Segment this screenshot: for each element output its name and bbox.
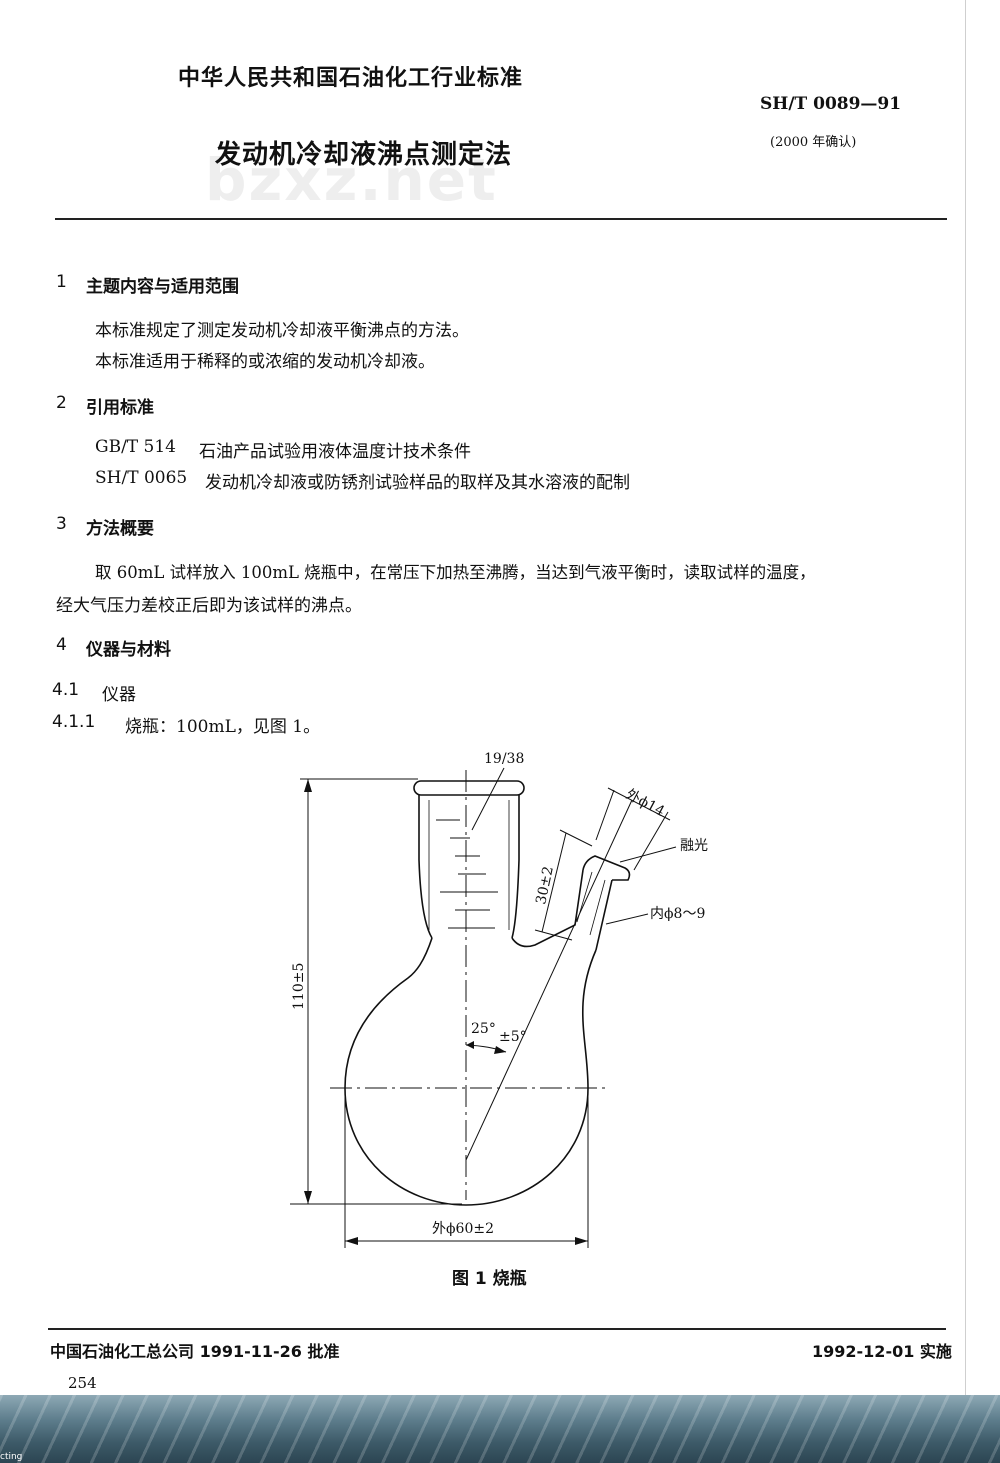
section-3-paragraph-line-1: 取 60mL 试样放入 100mL 烧瓶中，在常压下加热至沸腾，当达到气液平衡时… <box>95 563 816 582</box>
side-arm-lower <box>595 879 613 951</box>
section-1-paragraph-2: 本标准适用于稀释的或浓缩的发动机冷却液。 <box>95 352 435 372</box>
section-4-number: 4 <box>56 635 67 655</box>
background-image-strip <box>0 1395 1000 1463</box>
flask-bulb-outline <box>344 937 597 1206</box>
main-neck-left <box>418 795 433 939</box>
approval-note: 中国石油化工总公司 1991-11-26 批准 <box>50 1342 340 1361</box>
reference-code: SH/T 0065 <box>95 468 188 488</box>
inner-dia-leader <box>605 913 649 925</box>
standard-code: SH/T 0089—91 <box>760 94 902 114</box>
reference-code: GB/T 514 <box>95 437 176 457</box>
fused-label: 融光 <box>680 838 708 854</box>
section-1-number: 1 <box>56 272 67 292</box>
implementation-note: 1992-12-01 实施 <box>812 1342 952 1361</box>
header-divider <box>55 218 947 220</box>
confirmation-note: (2000 年确认) <box>770 135 857 150</box>
section-1-title: 主题内容与适用范围 <box>86 277 239 297</box>
height-label: 110±5 <box>291 963 307 1010</box>
side-length-extension-bottom <box>534 929 573 941</box>
arrowhead <box>466 1041 474 1049</box>
angle-tolerance-label: ±5° <box>499 1029 527 1045</box>
subsection-4-1-title: 仪器 <box>102 685 136 705</box>
angle-label: 25° <box>471 1021 496 1037</box>
side-arm-inner-b <box>589 879 606 936</box>
joint-leader <box>471 767 505 831</box>
side-length-dimension-line <box>541 832 567 933</box>
arrowhead <box>304 1191 312 1204</box>
reference-title: 石油产品试验用液体温度计技术条件 <box>199 442 471 462</box>
section-3-title: 方法概要 <box>86 519 154 539</box>
joint-size-label: 19/38 <box>484 751 524 767</box>
arrowhead <box>494 1046 506 1054</box>
watermark-text: bzxz.net <box>205 146 498 214</box>
subsection-4-1-number: 4.1 <box>52 680 80 700</box>
arrowhead <box>575 1237 588 1245</box>
arrowhead <box>345 1237 358 1245</box>
outer-diameter-label: 外ϕ14 <box>623 786 667 820</box>
subsection-4-1-1-number: 4.1.1 <box>52 712 96 732</box>
main-neck-right <box>511 795 520 939</box>
section-2-title: 引用标准 <box>86 398 154 418</box>
section-2-number: 2 <box>56 393 67 413</box>
arrowhead <box>304 779 312 792</box>
page-number: 254 <box>68 1374 97 1392</box>
subsection-4-1-1-text: 烧瓶：100mL，见图 1。 <box>125 717 321 737</box>
strip-partial-text: cting <box>0 1452 23 1462</box>
outer-dia-ext-right <box>633 811 669 871</box>
section-4-title: 仪器与材料 <box>86 640 171 660</box>
figure-caption: 图 1 烧瓶 <box>452 1269 527 1289</box>
side-arm-length-label: 30±2 <box>533 865 557 906</box>
reference-title: 发动机冷却液或防锈剂试验样品的取样及其水溶液的配制 <box>205 473 630 493</box>
side-arm-tip <box>582 855 631 881</box>
document-title: 发动机冷却液沸点测定法 <box>215 140 513 170</box>
standard-category: 中华人民共和国石油化工行业标准 <box>178 66 524 91</box>
neck-lip <box>413 780 525 796</box>
bulb-diameter-label: 外ϕ60±2 <box>432 1221 494 1237</box>
page-right-edge <box>965 0 966 1395</box>
section-3-number: 3 <box>56 514 67 534</box>
inner-diameter-label: 内ϕ8～9 <box>650 906 705 922</box>
strip-texture <box>0 1395 1000 1463</box>
section-1-paragraph-1: 本标准规定了测定发动机冷却液平衡沸点的方法。 <box>95 321 469 341</box>
side-arm-outer <box>511 869 584 948</box>
outer-dia-ext-left <box>595 789 615 841</box>
section-3-paragraph-line-2: 经大气压力差校正后即为该试样的沸点。 <box>56 596 362 616</box>
side-arm-axis <box>465 799 633 1161</box>
joint-hatching <box>436 819 498 929</box>
side-length-extension-top <box>559 829 593 847</box>
outer-dia-dimension-line <box>607 787 671 821</box>
footer-divider <box>48 1328 946 1330</box>
fused-leader <box>619 846 677 863</box>
